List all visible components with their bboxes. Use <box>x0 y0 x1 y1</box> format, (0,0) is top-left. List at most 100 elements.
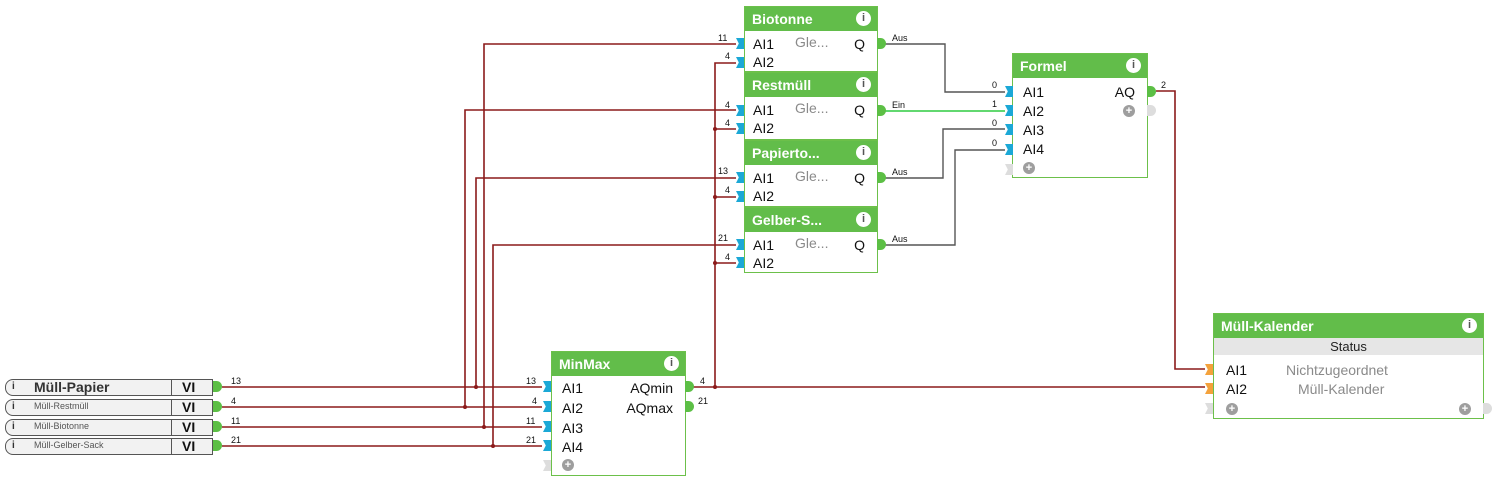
status-value: Müll-Kalender <box>1298 381 1385 397</box>
wire-value: 21 <box>698 396 709 406</box>
wire-value: 13 <box>526 376 537 386</box>
wire-value: 21 <box>526 435 537 445</box>
add-output-port[interactable] <box>1147 105 1156 116</box>
add-icon[interactable]: + <box>1023 162 1035 174</box>
info-icon[interactable]: i <box>12 421 15 432</box>
wire-gelber-up <box>492 244 736 446</box>
vi-mull-restmull[interactable]: i Müll-Restmüll VI <box>5 399 213 416</box>
input-port[interactable] <box>736 191 744 202</box>
input-port[interactable] <box>736 257 744 268</box>
info-icon[interactable]: i <box>856 11 871 26</box>
output-port[interactable] <box>877 172 886 183</box>
wire-value: 0 <box>992 138 998 148</box>
info-icon[interactable]: i <box>856 145 871 160</box>
vi-output-port[interactable] <box>213 401 222 412</box>
port-label: AI4 <box>1023 141 1045 157</box>
input-port[interactable] <box>543 440 551 451</box>
wire-value: Aus <box>892 167 908 177</box>
input-port[interactable] <box>736 172 744 183</box>
input-port[interactable] <box>1005 105 1013 116</box>
info-icon[interactable]: i <box>856 77 871 92</box>
wire-bio-formel <box>885 43 1005 93</box>
add-input-port[interactable] <box>1205 403 1213 414</box>
wire-value: 4 <box>532 396 538 406</box>
output-port[interactable] <box>877 38 886 49</box>
port-label: AI2 <box>753 120 775 136</box>
port-label: AI2 <box>753 255 775 271</box>
compare-block-papier[interactable]: Papierto...i AI1 Gle... Q AI2 <box>744 140 878 207</box>
add-icon[interactable]: + <box>562 459 574 471</box>
wire-value: Aus <box>892 33 908 43</box>
input-port[interactable] <box>736 105 744 116</box>
info-icon[interactable]: i <box>12 401 15 412</box>
vi-mull-biotonne[interactable]: i Müll-Biotonne VI <box>5 419 213 436</box>
info-icon[interactable]: i <box>1462 318 1477 333</box>
vi-name: Müll-Gelber-Sack <box>34 440 104 450</box>
output-port[interactable] <box>685 401 694 412</box>
vi-output-port[interactable] <box>213 440 222 451</box>
info-icon[interactable]: i <box>12 381 15 392</box>
vi-type: VI <box>182 379 196 395</box>
wire-restmuell-up <box>464 109 736 407</box>
block-title: Müll-Kalender <box>1221 318 1314 334</box>
input-port[interactable] <box>1005 144 1013 155</box>
block-title: Gelber-S... <box>752 212 823 228</box>
vi-output-port[interactable] <box>213 421 222 432</box>
vi-output-port[interactable] <box>213 381 222 392</box>
port-label: AI2 <box>753 188 775 204</box>
info-icon[interactable]: i <box>856 212 871 227</box>
wire-value: 4 <box>231 396 237 406</box>
wire-value: 0 <box>992 80 998 90</box>
add-output-port[interactable] <box>1483 403 1492 414</box>
input-port[interactable] <box>736 38 744 49</box>
port-label: AI1 <box>753 237 775 253</box>
add-icon[interactable]: + <box>1459 403 1471 415</box>
input-port[interactable] <box>1205 364 1213 375</box>
compare-mode: Gle... <box>795 168 829 184</box>
output-port[interactable] <box>685 381 694 392</box>
add-icon[interactable]: + <box>1226 403 1238 415</box>
vi-mull-papier[interactable]: i Müll-Papier VI <box>5 379 213 396</box>
port-label: Q <box>854 237 865 253</box>
input-port[interactable] <box>543 421 551 432</box>
compare-block-gelber[interactable]: Gelber-S...i AI1 Gle... Q AI2 <box>744 207 878 273</box>
input-port[interactable] <box>543 381 551 392</box>
input-port[interactable] <box>543 401 551 412</box>
input-port[interactable] <box>736 123 744 134</box>
input-port[interactable] <box>1005 124 1013 135</box>
output-port[interactable] <box>1147 86 1156 97</box>
port-label: AI1 <box>753 170 775 186</box>
wire-value: 0 <box>992 118 998 128</box>
wire-value: 4 <box>725 118 731 128</box>
wire-biotonne-up <box>483 43 736 427</box>
port-label: Q <box>854 170 865 186</box>
port-label: AI1 <box>1226 362 1248 378</box>
input-port[interactable] <box>736 57 744 68</box>
port-label: Q <box>854 36 865 52</box>
wire-value: 1 <box>992 99 998 109</box>
add-icon[interactable]: + <box>1123 105 1135 117</box>
port-label: AI1 <box>1023 84 1045 100</box>
info-icon[interactable]: i <box>12 440 15 451</box>
input-port[interactable] <box>1005 86 1013 97</box>
add-input-port[interactable] <box>543 460 551 471</box>
compare-mode: Gle... <box>795 100 829 116</box>
port-label: AQ <box>1114 84 1135 100</box>
port-label: AI3 <box>562 420 584 436</box>
info-icon[interactable]: i <box>664 356 679 371</box>
input-port[interactable] <box>1205 383 1213 394</box>
output-port[interactable] <box>877 239 886 250</box>
add-input-port[interactable] <box>1005 164 1013 175</box>
vi-mull-gelber-sack[interactable]: i Müll-Gelber-Sack VI <box>5 438 213 455</box>
vi-type: VI <box>182 419 196 435</box>
vi-name: Müll-Papier <box>34 379 110 395</box>
input-port[interactable] <box>736 239 744 250</box>
info-icon[interactable]: i <box>1126 58 1141 73</box>
output-port[interactable] <box>877 105 886 116</box>
wire-value: Aus <box>892 234 908 244</box>
